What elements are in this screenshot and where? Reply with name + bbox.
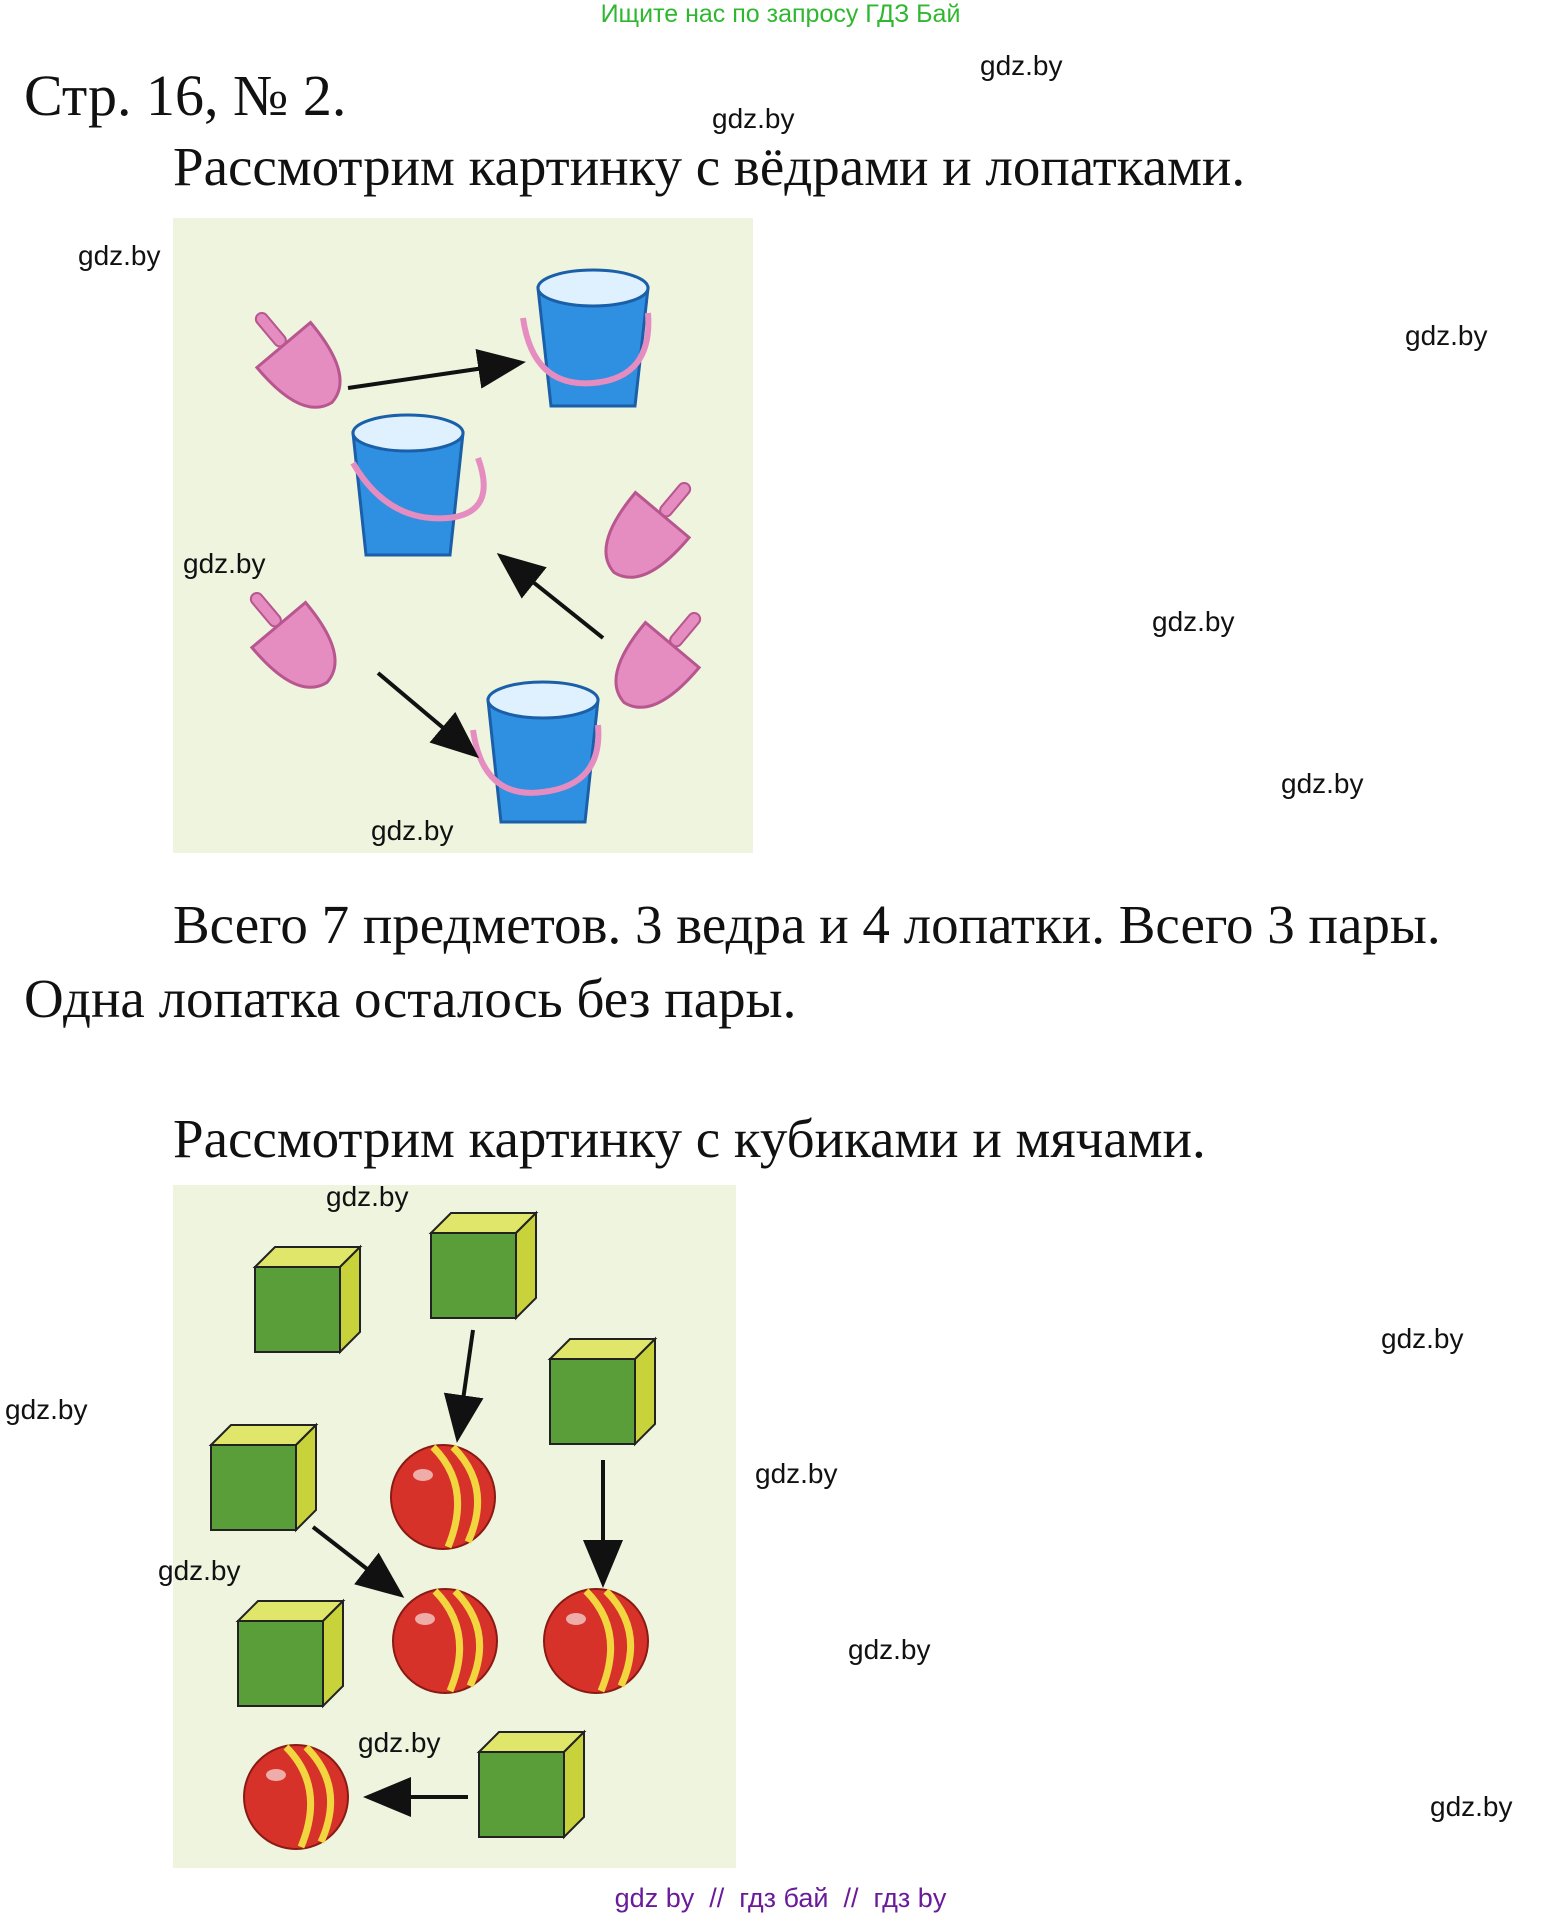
footer-link-gdz-by-cyr[interactable]: гдз by <box>873 1883 947 1913</box>
cube-icon <box>237 1600 344 1707</box>
shovel-icon <box>614 611 702 709</box>
ball-icon <box>244 1745 348 1849</box>
top-search-link[interactable]: Ищите нас по запросу ГДЗ Бай <box>600 0 961 28</box>
arrow-icon <box>443 1329 484 1443</box>
cube-icon <box>549 1338 656 1445</box>
cube-icon <box>210 1424 317 1531</box>
bucket-icon <box>470 680 602 824</box>
cube-icon <box>430 1212 537 1319</box>
watermark: gdz.by <box>755 1458 838 1489</box>
watermark: gdz.by <box>158 1555 241 1586</box>
watermark: gdz.by <box>1281 768 1364 799</box>
footer-separator: // <box>709 1883 725 1913</box>
watermark: gdz.by <box>78 240 161 271</box>
section1-intro: Рассмотрим картинку с вёдрами и лопаткам… <box>173 136 1246 197</box>
watermark: gdz.by <box>712 103 795 134</box>
shovel-icon <box>254 311 342 409</box>
section1-answer-line2: Одна лопатка осталось без пары. <box>24 968 797 1029</box>
buckets-shovels-picture <box>173 218 753 853</box>
watermark: gdz.by <box>358 1727 441 1758</box>
watermark: gdz.by <box>980 50 1063 81</box>
arrow-icon <box>496 553 605 640</box>
cube-icon <box>478 1731 585 1838</box>
watermark: gdz.by <box>1381 1323 1464 1354</box>
footer-link-gdz-bai[interactable]: гдз бай <box>739 1883 829 1913</box>
ball-icon <box>393 1589 497 1693</box>
watermark: gdz.by <box>5 1394 88 1425</box>
page-heading: Стр. 16, № 2. <box>24 63 347 128</box>
arrow-icon <box>311 1525 405 1598</box>
ball-icon <box>391 1445 495 1549</box>
arrow-icon <box>347 349 526 390</box>
watermark: gdz.by <box>1405 320 1488 351</box>
watermark: gdz.by <box>848 1634 931 1665</box>
shovel-icon <box>604 481 692 579</box>
cube-icon <box>254 1246 361 1353</box>
watermark: gdz.by <box>371 815 454 846</box>
watermark: gdz.by <box>183 548 266 579</box>
watermark: gdz.by <box>326 1181 409 1212</box>
bucket-icon <box>520 268 652 408</box>
footer-link-gdz-by[interactable]: gdz by <box>614 1883 695 1913</box>
arrow-icon <box>376 671 480 759</box>
section1-answer-line1: Всего 7 предметов. 3 ведра и 4 лопатки. … <box>173 894 1441 955</box>
watermark: gdz.by <box>1152 606 1235 637</box>
footer-separator: // <box>843 1883 859 1913</box>
cubes-balls-picture <box>173 1185 736 1868</box>
watermark: gdz.by <box>1430 1791 1513 1822</box>
section2-intro: Рассмотрим картинку с кубиками и мячами. <box>173 1108 1206 1169</box>
bucket-icon <box>350 413 487 557</box>
ball-icon <box>544 1589 648 1693</box>
shovel-icon <box>249 591 337 689</box>
footer-links: gdz by // гдз бай // гдз by <box>0 1883 1561 1914</box>
